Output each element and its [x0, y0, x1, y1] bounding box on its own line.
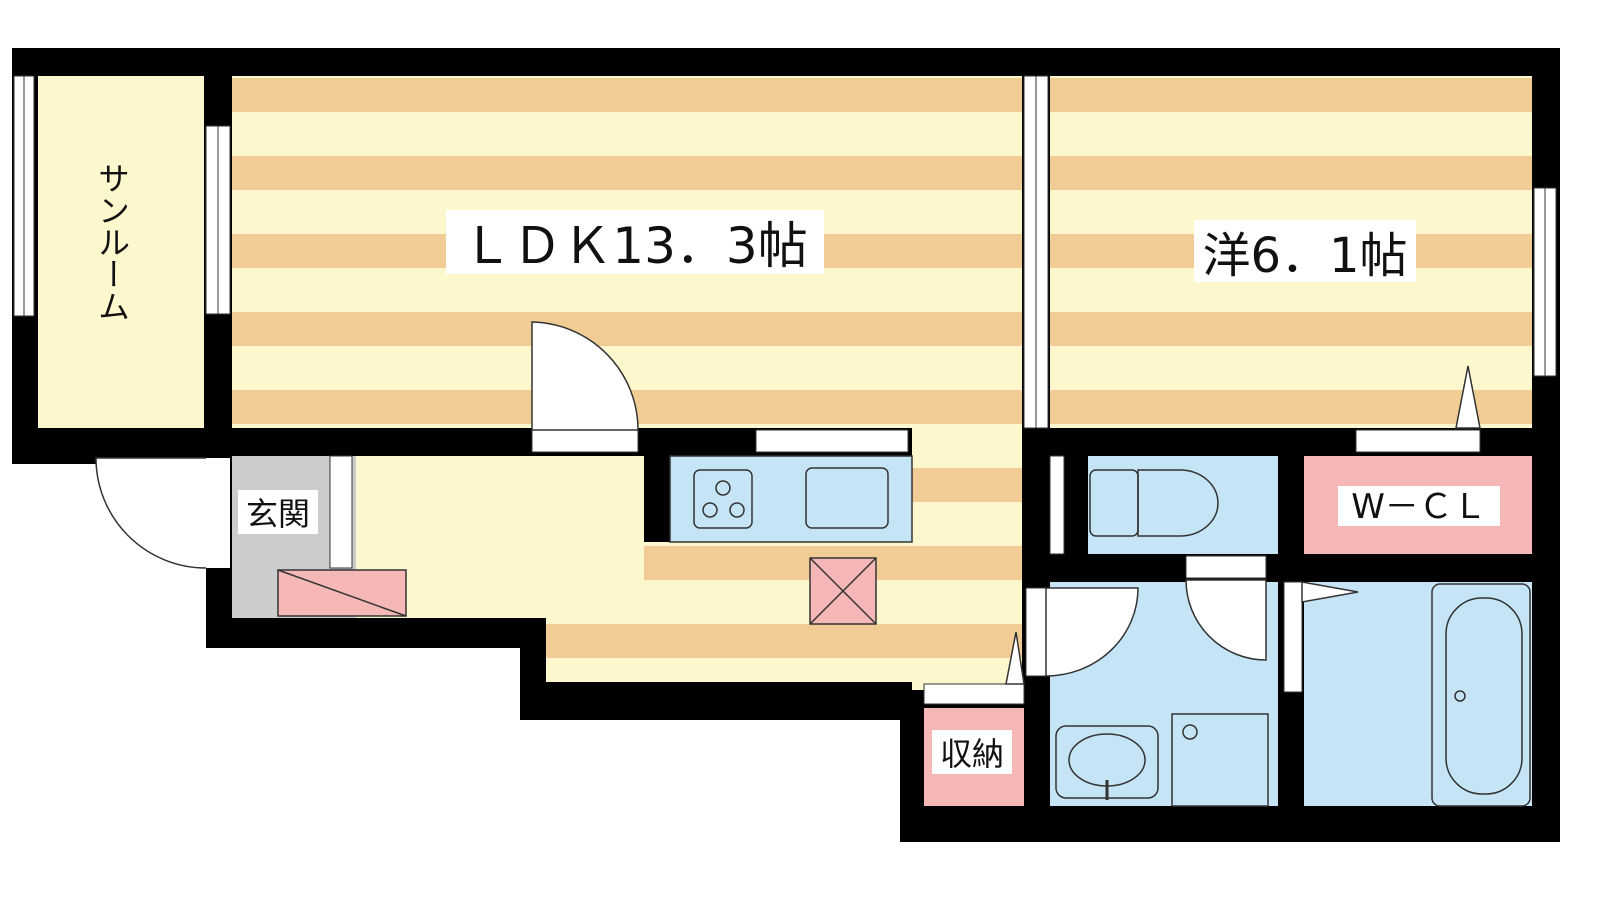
door-storage-fold — [1005, 631, 1025, 685]
window-kitchen — [755, 429, 909, 453]
door-entrance — [95, 457, 230, 569]
door-washroom-left — [1025, 587, 1139, 677]
bath-door-frame — [1283, 581, 1303, 693]
western-label: 洋6．1帖 — [1202, 228, 1407, 284]
window-toilet-top — [1185, 555, 1267, 579]
storage-label: 収納 — [940, 735, 1004, 773]
bathtub-outer — [1431, 583, 1531, 807]
window-sunroom-left — [13, 75, 35, 317]
bathtub-inner — [1445, 597, 1523, 795]
ldk-floor-lower — [912, 428, 1022, 690]
door-bath-fold — [1301, 581, 1359, 603]
kitchen-counter — [669, 455, 913, 543]
toilet-door-frame — [1049, 455, 1065, 555]
window-western-right — [1533, 187, 1557, 377]
closet-door-frame — [1355, 429, 1481, 453]
stove — [693, 469, 753, 529]
entrance-label: 玄関 — [246, 495, 310, 533]
bathroom-floor — [1304, 582, 1532, 806]
walk-in-closet-label: W－ＣＬ — [1351, 487, 1487, 527]
sunroom-floor — [38, 76, 204, 428]
washing-machine-space — [1171, 713, 1269, 807]
entrance-step — [329, 455, 353, 569]
sunroom-label: サンルーム — [93, 162, 131, 322]
door-ldk — [531, 321, 639, 453]
storage-door-frame — [923, 683, 1025, 705]
window-ldk-western-partition — [1023, 75, 1049, 429]
door-closet-fold — [1455, 365, 1481, 429]
toilet-floor — [1088, 456, 1278, 554]
ldk-label: ＬＤＫ13．3帖 — [462, 217, 807, 275]
door-toilet — [1185, 579, 1267, 661]
kitchen-sink — [805, 467, 889, 529]
window-sunroom-right — [205, 125, 231, 315]
